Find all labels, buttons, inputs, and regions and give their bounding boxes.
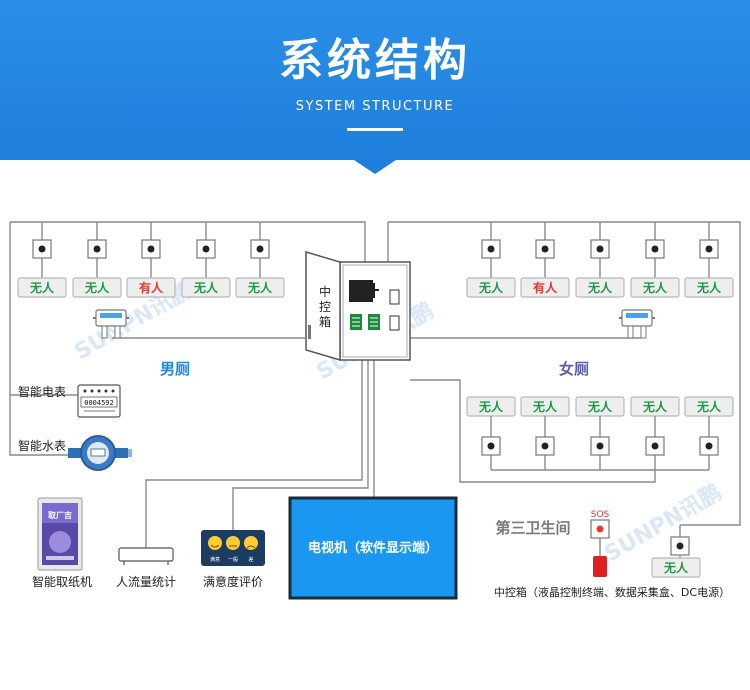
rating-option-1: 满意 <box>210 556 220 563</box>
rating-option-3: 差 <box>248 556 253 563</box>
women-top-status-3: 无人 <box>587 280 613 295</box>
paper-dispenser-label: 智能取纸机 <box>32 574 92 589</box>
women-top-status-2: 有人 <box>533 280 558 295</box>
men-status-2: 无人 <box>84 280 110 295</box>
women-top-status-1: 无人 <box>478 280 504 295</box>
rating-option-2: 一般 <box>228 556 238 563</box>
men-env-sensor-icon <box>93 309 129 339</box>
sos-label: SOS <box>591 510 610 520</box>
women-top-status-5: 无人 <box>696 280 722 295</box>
women-env-sensor-icon <box>619 309 655 339</box>
women-bottom-status-4: 无人 <box>642 399 668 414</box>
water-meter-label: 智能水表 <box>18 438 66 453</box>
electric-meter: 0004592 <box>77 384 121 418</box>
header-banner <box>0 0 750 160</box>
counter-device-icon <box>118 547 174 565</box>
women-bottom-status-2: 无人 <box>532 399 558 414</box>
control-box: 中 控 箱 <box>305 250 411 362</box>
electric-meter-reading: 0004592 <box>84 399 114 407</box>
men-label: 男厕 <box>160 360 190 378</box>
men-status-4: 无人 <box>193 280 219 295</box>
women-bottom-sensors <box>481 436 719 456</box>
wiring <box>9 221 741 548</box>
title-underline <box>347 128 403 131</box>
women-bottom-status-5: 无人 <box>696 399 722 414</box>
control-box-label-1: 中 <box>319 284 331 299</box>
sos-button-icon <box>590 519 610 577</box>
men-sensors <box>32 239 270 278</box>
men-status-5: 无人 <box>247 280 273 295</box>
third-status: 无人 <box>663 560 689 575</box>
men-status-1: 无人 <box>29 280 55 295</box>
third-bathroom-label: 第三卫生间 <box>495 519 570 537</box>
paper-screen-title: 取厂吉 <box>48 510 72 520</box>
women-bottom-status-row: 无人 无人 无人 无人 无人 <box>466 396 734 437</box>
tv-label: 电视机（软件显示端） <box>308 540 438 556</box>
watermark-3: SUNPN讯鹏 <box>600 479 726 567</box>
control-caption: 中控箱（液晶控制终端、数据采集盒、DC电源） <box>494 585 730 599</box>
rating-device-icon: 满意 一般 差 <box>201 530 265 566</box>
women-bottom-status-3: 无人 <box>587 399 613 414</box>
women-bottom-status-1: 无人 <box>478 399 504 414</box>
counter-label: 人流量统计 <box>116 575 176 589</box>
header-notch <box>351 158 399 174</box>
women-label: 女厕 <box>559 360 589 378</box>
electric-meter-label: 智能电表 <box>18 384 66 399</box>
control-box-label-2: 控 <box>319 300 331 314</box>
tv-display: 电视机（软件显示端） <box>288 496 458 600</box>
men-status-3: 有人 <box>139 280 164 295</box>
control-box-label-3: 箱 <box>319 314 331 329</box>
page-title: 系统结构 <box>279 35 471 86</box>
women-top-status-row: 无人 有人 无人 无人 无人 <box>466 277 734 298</box>
page-subtitle: SYSTEM STRUCTURE <box>295 99 455 114</box>
rating-label: 满意度评价 <box>203 574 263 589</box>
third-sensor: 无人 <box>651 536 701 578</box>
men-status-row: 无人 无人 有人 无人 无人 <box>17 277 285 298</box>
water-meter-icon <box>68 435 132 471</box>
women-top-sensors <box>481 239 719 278</box>
paper-dispenser-icon: 取厂吉 <box>37 497 83 571</box>
women-top-status-4: 无人 <box>642 280 668 295</box>
